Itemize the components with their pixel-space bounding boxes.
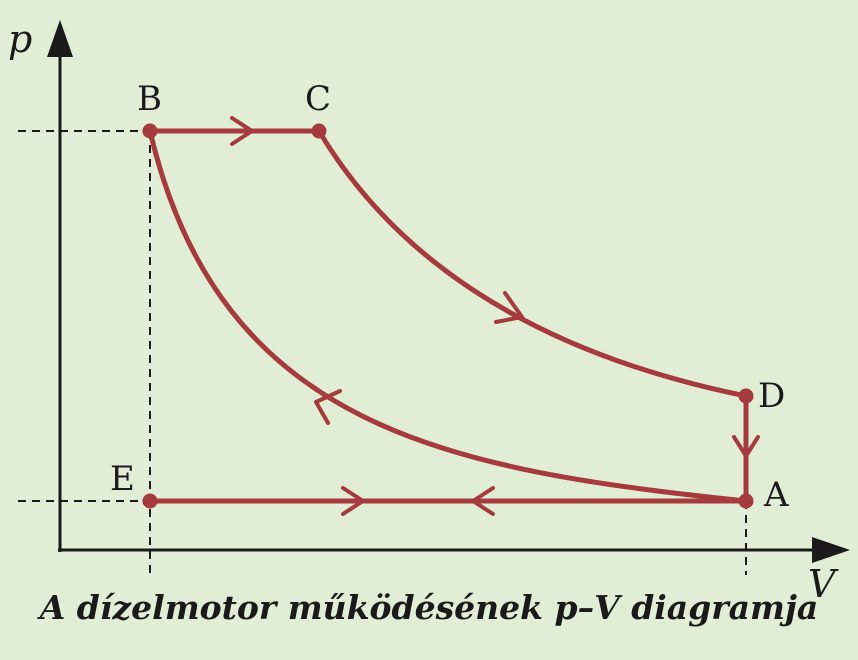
y-axis-arrowhead — [47, 20, 73, 57]
axes — [47, 20, 850, 563]
segment-c-d — [316, 128, 749, 399]
arrow-c-d — [494, 291, 524, 324]
label-b: B — [137, 79, 162, 119]
label-d: D — [758, 376, 785, 416]
arrow-e-a — [341, 486, 365, 516]
state-points — [142, 123, 754, 509]
label-c: C — [305, 79, 331, 119]
point-b — [142, 123, 158, 139]
point-labels: B C D A E — [110, 79, 789, 515]
point-d — [738, 388, 754, 404]
direction-arrows — [230, 116, 760, 516]
arrow-a-b — [314, 389, 342, 425]
x-axis-arrowhead — [812, 537, 850, 563]
arrow-a-e — [471, 486, 495, 516]
segment-a-b — [147, 128, 749, 504]
dashed-guides — [18, 130, 747, 575]
point-e — [142, 493, 158, 509]
y-axis-label: p — [8, 17, 32, 61]
arrow-d-a — [732, 435, 760, 458]
point-c — [311, 123, 327, 139]
x-axis-label: V — [808, 562, 839, 606]
diagram-caption: A dízelmotor működésének p–V diagramja — [39, 588, 819, 627]
cycle — [147, 128, 749, 504]
label-a: A — [763, 475, 789, 515]
arrow-b-c — [230, 116, 254, 146]
point-a — [738, 493, 754, 509]
label-e: E — [110, 459, 135, 499]
